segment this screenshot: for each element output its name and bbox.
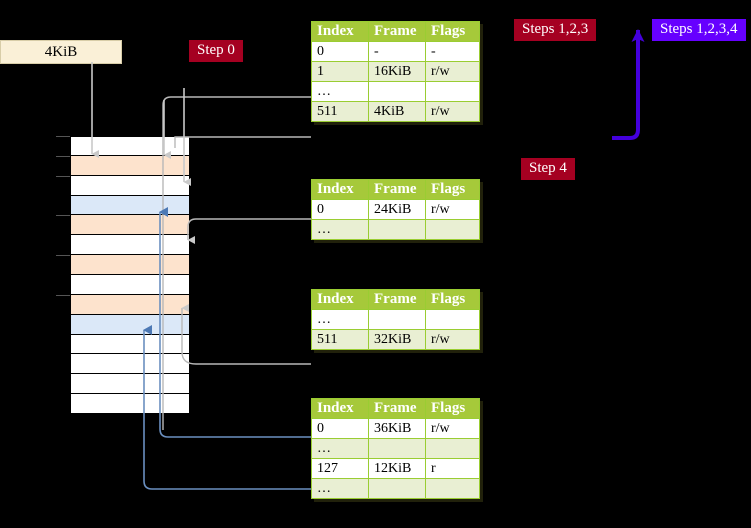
memory-row	[70, 255, 190, 275]
step-4-label: Step 4	[521, 158, 575, 180]
table-cell: 0	[311, 418, 369, 439]
table-row: …	[311, 81, 480, 102]
column-header-flags: Flags	[425, 179, 480, 200]
table-cell: …	[311, 219, 369, 240]
memory-row-tick	[56, 255, 70, 257]
column-header-index: Index	[311, 179, 369, 200]
table-cell: …	[311, 478, 369, 499]
table-cell: r/w	[425, 418, 480, 439]
column-header-frame: Frame	[368, 179, 426, 200]
column-header-flags: Flags	[425, 289, 480, 310]
table-cell	[425, 219, 480, 240]
table-row: …	[311, 438, 480, 459]
column-header-frame: Frame	[368, 398, 426, 419]
memory-row	[70, 314, 190, 335]
table-cell: 511	[311, 101, 369, 122]
table-cell	[368, 81, 426, 102]
table-cell: 36KiB	[368, 418, 426, 439]
table-cell: 24KiB	[368, 199, 426, 220]
steps-123-label: Steps 1,2,3	[514, 19, 597, 41]
table-cell: 127	[311, 458, 369, 479]
column-header-index: Index	[311, 21, 369, 42]
table-cell: -	[425, 41, 480, 62]
table-row: …	[311, 309, 480, 330]
memory-column	[56, 136, 190, 414]
table-cell: -	[368, 41, 426, 62]
memory-row-tick	[56, 175, 70, 177]
table1-row511-connector	[174, 136, 311, 148]
table-cell: 16KiB	[368, 61, 426, 82]
memory-row	[70, 235, 190, 256]
table-cell: 4KiB	[368, 101, 426, 122]
table-cell	[425, 438, 480, 459]
memory-row	[70, 374, 190, 395]
table-cell	[425, 478, 480, 499]
column-header-frame: Frame	[368, 21, 426, 42]
steps-1234-label: Steps 1,2,3,4	[652, 19, 746, 41]
column-header-index: Index	[311, 289, 369, 310]
table-cell	[368, 309, 426, 330]
memory-row	[70, 175, 190, 196]
table-cell: 511	[311, 329, 369, 350]
table-cell: r/w	[425, 329, 480, 350]
memory-row-tick	[56, 136, 70, 137]
table-cell	[368, 219, 426, 240]
table-cell	[368, 438, 426, 459]
memory-row	[70, 155, 190, 176]
memory-row-tick	[56, 215, 70, 217]
table-cell: …	[311, 81, 369, 102]
table-row: …	[311, 219, 480, 240]
table-cell	[368, 478, 426, 499]
table-cell: 32KiB	[368, 329, 426, 350]
table-cell	[425, 309, 480, 330]
memory-row	[70, 294, 190, 315]
memory-row	[70, 275, 190, 295]
table-cell: 12KiB	[368, 458, 426, 479]
table-cell: 0	[311, 199, 369, 220]
memory-row	[70, 394, 190, 414]
column-header-flags: Flags	[425, 21, 480, 42]
table-cell: r/w	[425, 199, 480, 220]
column-header-frame: Frame	[368, 289, 426, 310]
memory-row-tick	[56, 155, 70, 157]
table-cell: 1	[311, 61, 369, 82]
memory-row	[70, 354, 190, 375]
column-header-flags: Flags	[425, 398, 480, 419]
memory-row	[70, 136, 190, 156]
table-cell: …	[311, 309, 369, 330]
table-row: …	[311, 478, 480, 499]
steps-1234-arrow	[612, 29, 645, 140]
table-cell: r/w	[425, 101, 480, 122]
table-cell: 0	[311, 41, 369, 62]
memory-row	[70, 195, 190, 216]
memory-row-tick	[56, 294, 70, 296]
table-cell: …	[311, 438, 369, 459]
kib-box-label: 4KiB	[44, 43, 78, 60]
table-cell	[425, 81, 480, 102]
step-0-label: Step 0	[189, 40, 243, 62]
kib-box: 4KiB	[0, 40, 122, 64]
memory-row	[70, 334, 190, 355]
table-cell: r	[425, 458, 480, 479]
table-row: 0--	[311, 41, 480, 62]
table3-connector	[181, 304, 311, 365]
memory-row	[70, 215, 190, 236]
table2-connector	[187, 218, 311, 244]
table-cell: r/w	[425, 61, 480, 82]
column-header-index: Index	[311, 398, 369, 419]
